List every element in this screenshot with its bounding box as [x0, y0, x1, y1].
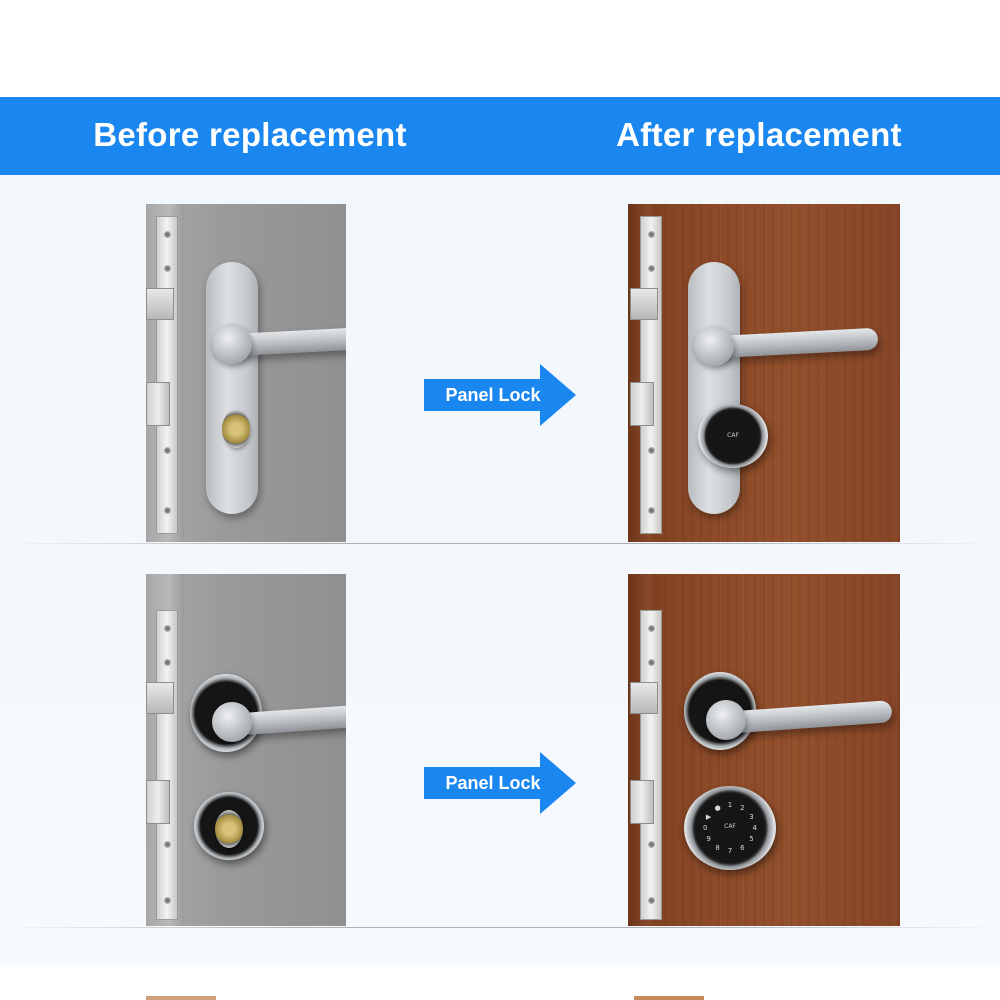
latch-bolt [630, 682, 658, 714]
screw-icon [164, 625, 171, 632]
screw-icon [648, 265, 655, 272]
deadbolt [146, 382, 170, 426]
keypad-digit: ● [714, 804, 721, 813]
keypad-digit: 9 [706, 835, 711, 844]
after-door-lever-plate: CAF [628, 204, 900, 542]
knob-brand-label: CAF [724, 822, 736, 830]
panel-lock-arrow-1: Panel Lock [424, 364, 576, 426]
screw-icon [164, 897, 171, 904]
keypad-digit: 8 [715, 843, 720, 852]
row-separator [0, 927, 1000, 928]
keypad-digit: 6 [740, 843, 745, 852]
keypad-digit: 0 [703, 824, 708, 832]
keypad-digit: ▶ [705, 812, 712, 821]
latch-bolt [146, 682, 174, 714]
keypad-digit: 4 [752, 824, 757, 832]
arrow-body [424, 767, 542, 799]
arrow-body [424, 379, 542, 411]
mortise-faceplate [640, 216, 662, 534]
long-back-plate [688, 262, 740, 514]
key-cylinder [222, 410, 250, 448]
mortise-faceplate [156, 610, 178, 920]
header-bar: Before replacement After replacement [0, 97, 1000, 175]
keypad-digit: 5 [749, 835, 754, 844]
arrow-label: Panel Lock [445, 385, 541, 405]
screw-icon [648, 507, 655, 514]
arrow-label: Panel Lock [445, 773, 541, 793]
lever-hub [212, 324, 252, 364]
lever-hub [694, 326, 734, 366]
after-replacement-title: After replacement [616, 116, 902, 153]
screw-icon [164, 507, 171, 514]
lever-hub [212, 702, 252, 742]
latch-bolt [146, 288, 174, 320]
screw-icon [648, 659, 655, 666]
keypad-digit: 7 [727, 846, 733, 855]
wood-door [628, 574, 900, 926]
lever-hub [706, 700, 746, 740]
screw-icon [648, 447, 655, 454]
screw-icon [164, 265, 171, 272]
screw-icon [164, 659, 171, 666]
screw-icon [648, 231, 655, 238]
keypad-digit: 3 [749, 812, 754, 821]
knob-brand-label: CAF [727, 432, 739, 440]
key-cylinder [215, 810, 243, 848]
deadbolt [146, 780, 170, 824]
screw-icon [164, 231, 171, 238]
keypad-digit: 1 [727, 801, 733, 810]
screw-icon [648, 625, 655, 632]
panel-lock-arrow-2: Panel Lock [424, 752, 576, 814]
deadbolt [630, 382, 654, 426]
before-door-round-rose [146, 574, 346, 926]
next-panel-peek-left [146, 996, 216, 1000]
deadbolt [630, 780, 654, 824]
smart-keypad-knob: CAF [698, 404, 768, 468]
arrow-right-icon [540, 364, 576, 426]
arrow-right-icon [540, 752, 576, 814]
screw-icon [164, 447, 171, 454]
before-door-lever-plate [146, 204, 346, 542]
screw-icon [164, 841, 171, 848]
next-panel-peek-right [634, 996, 704, 1000]
before-replacement-title: Before replacement [93, 116, 407, 153]
long-back-plate [206, 262, 258, 514]
mortise-faceplate [156, 216, 178, 534]
row-separator [0, 543, 1000, 544]
latch-bolt [630, 288, 658, 320]
wood-door [628, 204, 900, 542]
screw-icon [648, 897, 655, 904]
keypad-digit: 2 [740, 804, 745, 813]
screw-icon [648, 841, 655, 848]
mortise-faceplate [640, 610, 662, 920]
